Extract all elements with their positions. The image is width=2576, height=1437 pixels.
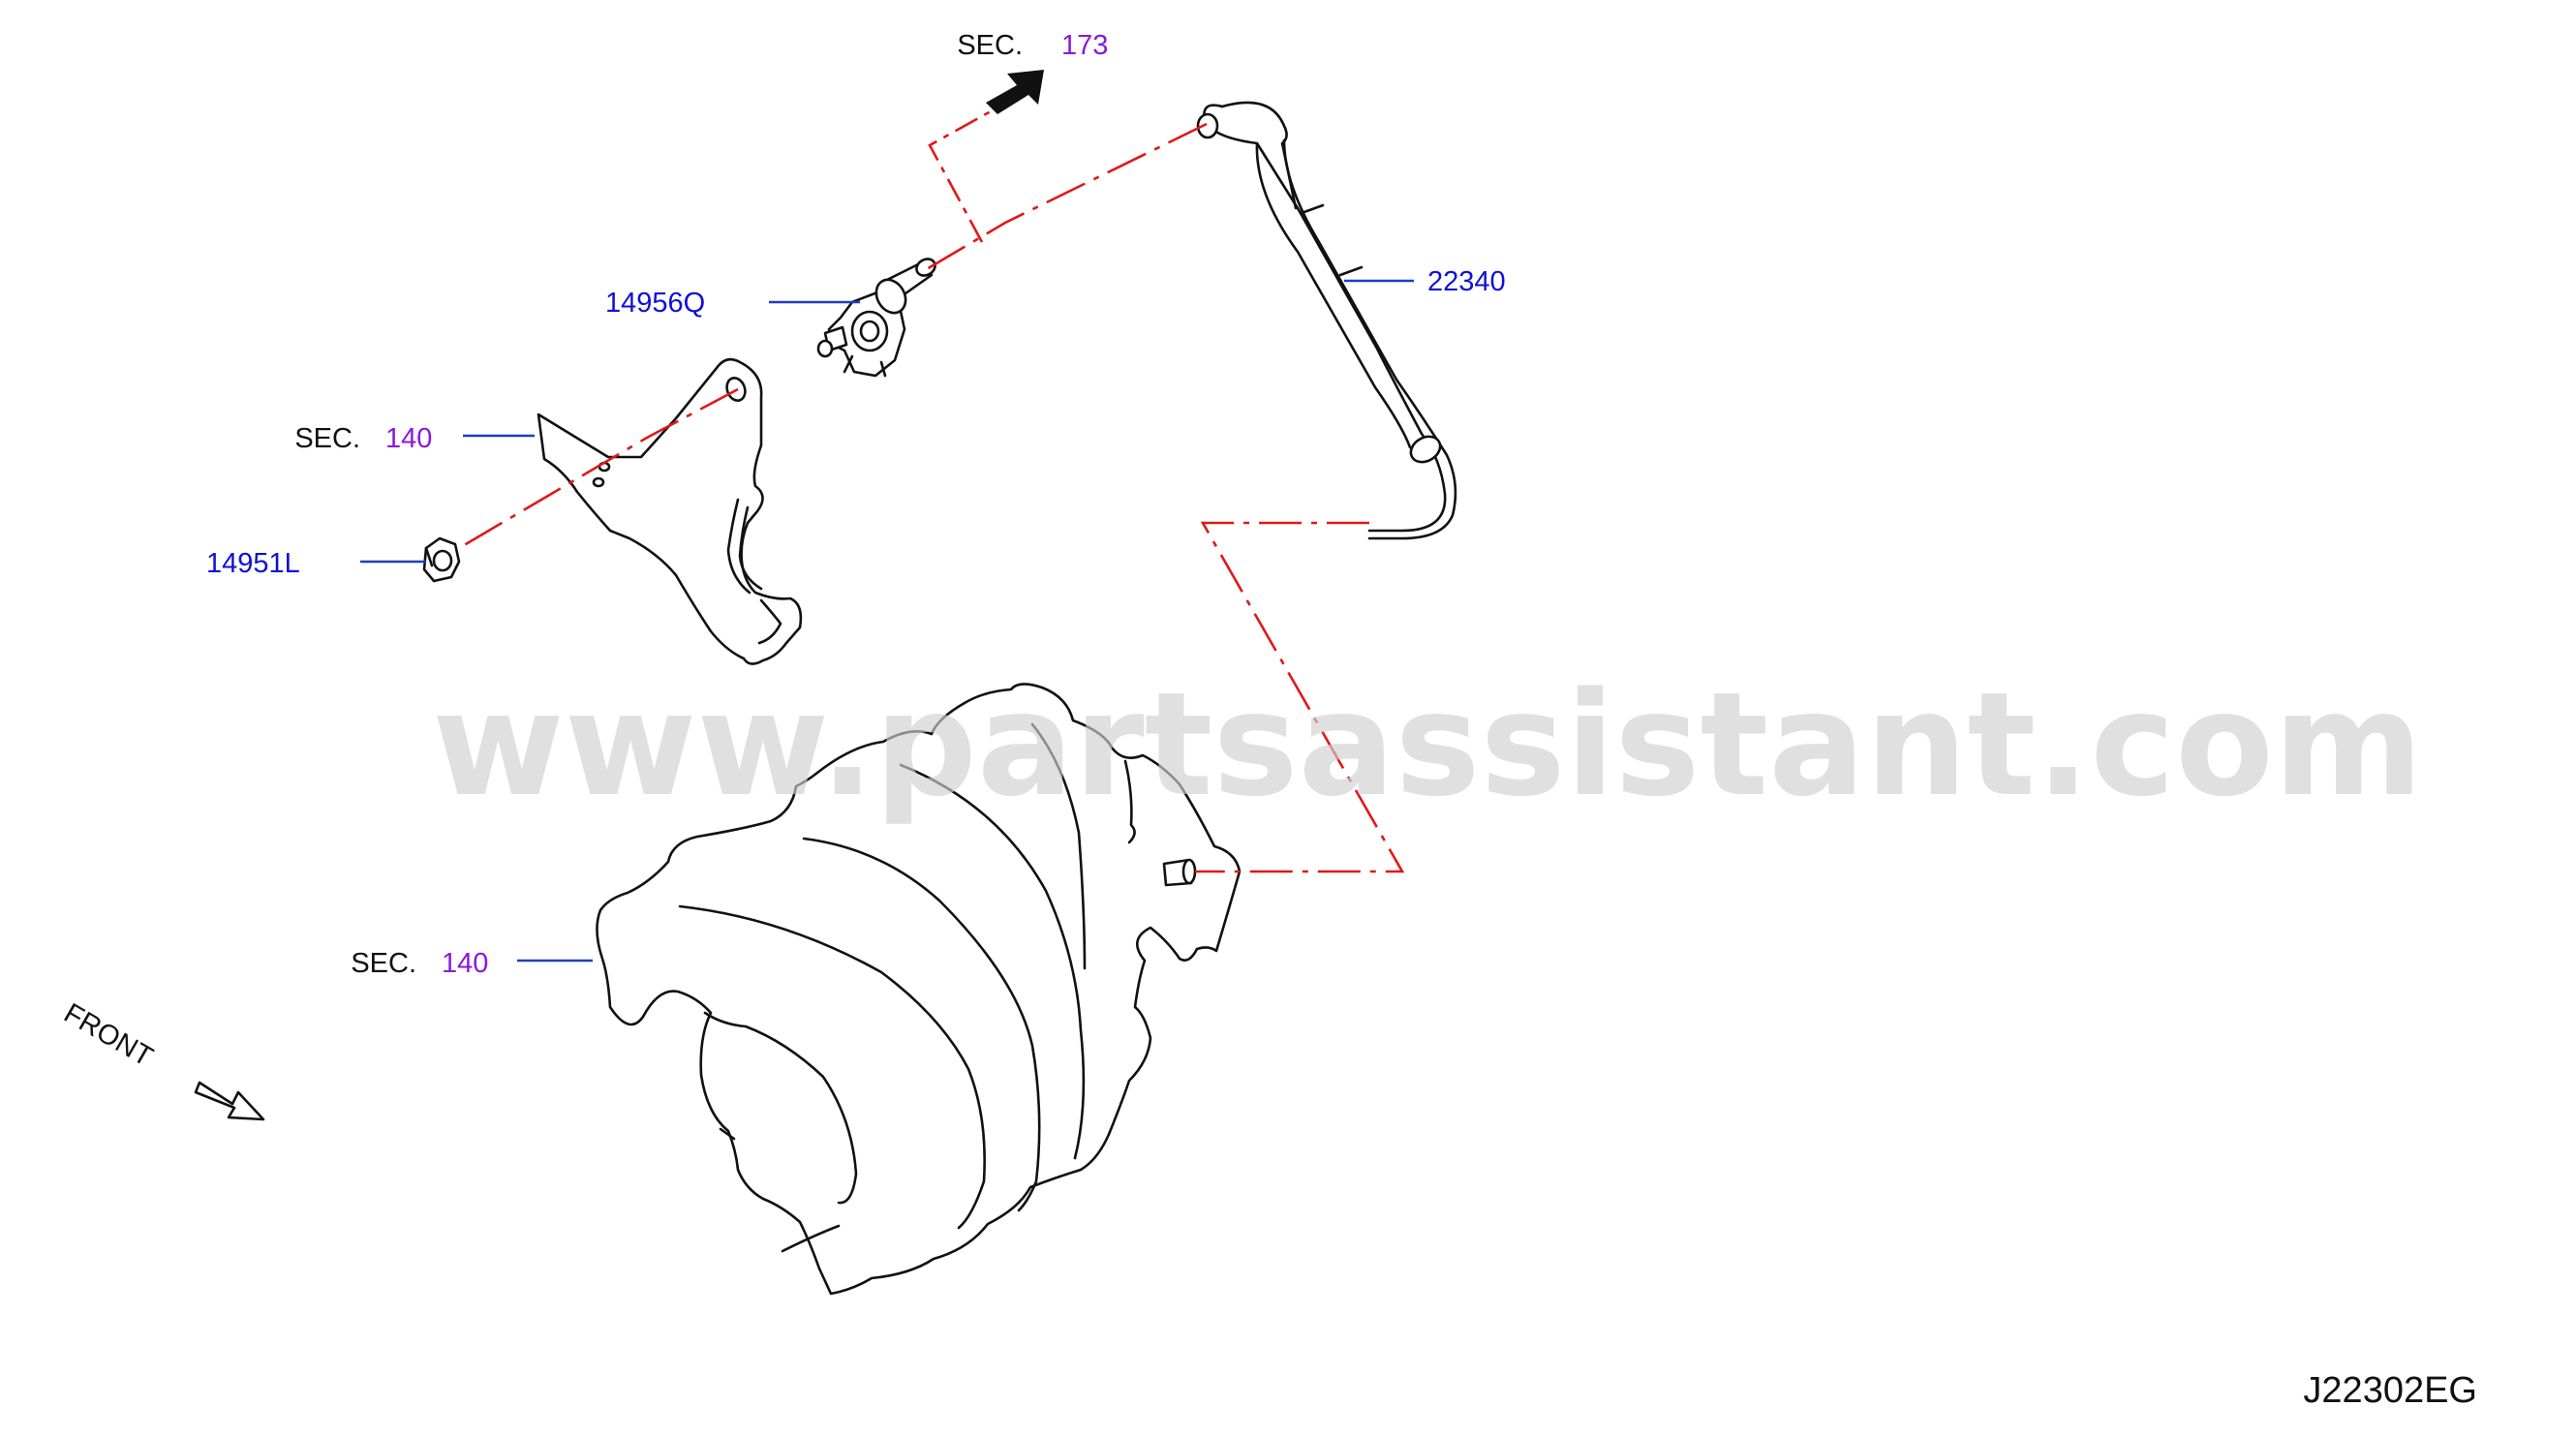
label-part-14956q[interactable]: 14956Q: [605, 288, 705, 319]
front-label: FRONT: [59, 997, 159, 1073]
label-part-22340[interactable]: 22340: [1427, 266, 1506, 297]
intake-manifold-sec-140[interactable]: [596, 683, 1242, 1296]
watermark: www.partsassistant.com: [432, 661, 2423, 828]
bracket-sec-140[interactable]: [537, 357, 803, 665]
valve-14956q[interactable]: [816, 256, 938, 378]
label-part-14951l[interactable]: 14951L: [206, 548, 300, 579]
outline-arrow-down-right-icon: [194, 1081, 265, 1121]
leader-lines: [360, 279, 1414, 963]
phantom-lines: [458, 95, 1405, 873]
label-sec-140-bracket-number[interactable]: 140: [385, 423, 432, 454]
label-sec-173-number[interactable]: 173: [1061, 30, 1108, 61]
label-sec-173-prefix: SEC.: [957, 30, 1023, 61]
label-sec-140-manifold-prefix: SEC.: [351, 948, 416, 979]
nut-14951l[interactable]: [422, 536, 461, 583]
label-sec-173[interactable]: SEC.: [957, 30, 1023, 61]
label-sec-140-manifold-number[interactable]: 140: [442, 948, 488, 979]
label-sec-140-bracket-prefix: SEC.: [294, 423, 360, 454]
hose-22340[interactable]: [1196, 101, 1457, 540]
bold-arrow-up-right-icon: [986, 70, 1044, 114]
diagram-code: J22302EG: [2303, 1370, 2477, 1411]
